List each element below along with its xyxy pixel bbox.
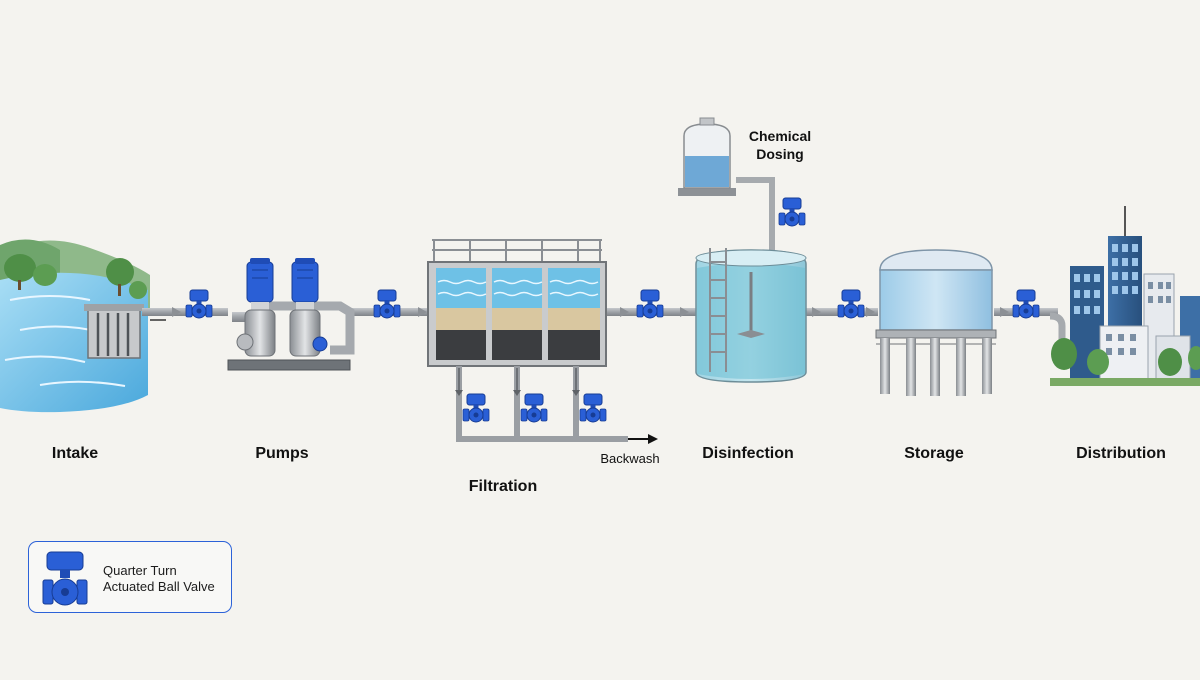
intake-label: Intake (52, 445, 98, 462)
distribution-label: Distribution (1076, 445, 1166, 462)
legend-line2: Actuated Ball Valve (103, 579, 215, 594)
chemical-dosing-label-line2: Dosing (756, 146, 803, 162)
quarter-turn-actuated-ball-valve-icon (42, 551, 88, 606)
legend: Quarter Turn Actuated Ball Valve (28, 541, 232, 613)
disinfection-label: Disinfection (702, 445, 794, 462)
quarter-turn-actuated-ball-valve-icon[interactable] (1012, 289, 1040, 319)
filtration-illustration (427, 239, 658, 444)
quarter-turn-actuated-ball-valve-icon[interactable] (579, 393, 607, 423)
chemical-dosing-tank-illustration (678, 117, 775, 254)
quarter-turn-actuated-ball-valve-icon[interactable] (185, 289, 213, 319)
quarter-turn-actuated-ball-valve-icon[interactable] (778, 197, 806, 227)
storage-tank-illustration (875, 249, 997, 396)
storage-label: Storage (904, 445, 964, 462)
pumps-label: Pumps (255, 445, 308, 462)
disinfection-tank-illustration (695, 248, 807, 383)
intake-river-illustration (0, 239, 166, 413)
backwash-label: Backwash (600, 451, 659, 466)
chemical-dosing-label-line1: Chemical (749, 128, 811, 144)
quarter-turn-actuated-ball-valve-icon[interactable] (373, 289, 401, 319)
distribution-city-illustration (1049, 206, 1200, 386)
quarter-turn-actuated-ball-valve-icon[interactable] (837, 289, 865, 319)
quarter-turn-actuated-ball-valve-icon[interactable] (462, 393, 490, 423)
quarter-turn-actuated-ball-valve-icon[interactable] (636, 289, 664, 319)
legend-text: Quarter Turn Actuated Ball Valve (103, 563, 215, 595)
filtration-label: Filtration (469, 478, 537, 495)
legend-line1: Quarter Turn (103, 563, 177, 578)
pumps-illustration (227, 258, 355, 371)
quarter-turn-actuated-ball-valve-icon[interactable] (520, 393, 548, 423)
